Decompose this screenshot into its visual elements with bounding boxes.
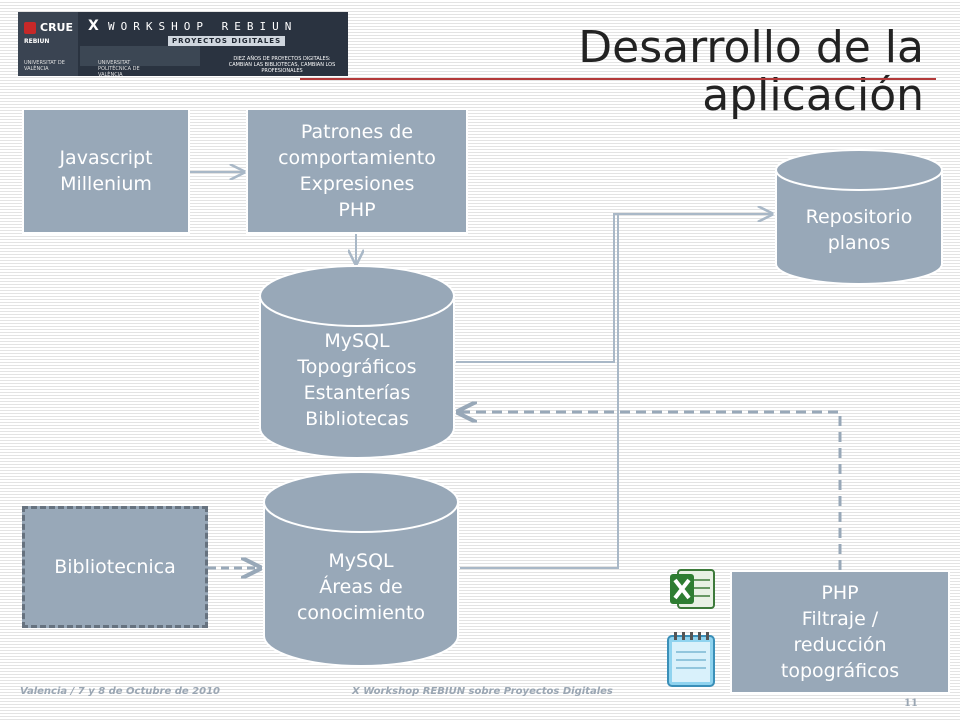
banner-background-logo xyxy=(80,42,200,76)
banner-tagline-line1: DIEZ AÑOS DE PROYECTOS DIGITALES: xyxy=(233,56,331,62)
rebiun-small-label: REBIUN xyxy=(24,38,50,45)
banner-x-label: X xyxy=(88,18,99,34)
ghost-lettering-icon xyxy=(80,46,200,66)
node-javascript-millenium: Javascript Millenium xyxy=(22,108,190,234)
node-repositorio-line1: Repositorio xyxy=(805,206,913,228)
node-mysql-areas: MySQL Áreas de conocimiento xyxy=(264,540,458,634)
header-banner: CRUE REBIUN X WORKSHOP REBIUN PROYECTOS … xyxy=(18,12,348,76)
node-patrones-line3: Expresiones xyxy=(299,173,415,195)
node-patrones-line1: Patrones de xyxy=(300,121,414,143)
node-mysql-topo-line4: Bibliotecas xyxy=(305,408,409,430)
node-mysql-topo-line3: Estanterías xyxy=(303,382,411,404)
node-php-line4: topográficos xyxy=(780,660,900,682)
node-bibliotecnica-line1: Bibliotecnica xyxy=(54,556,176,578)
banner-tagline-line2: CAMBIAN LAS BIBLIOTECAS, CAMBIAN LOS PRO… xyxy=(228,62,336,74)
crue-logo-icon xyxy=(24,22,36,34)
node-mysql-areas-line3: conocimiento xyxy=(296,602,426,624)
university1-label: UNIVERSITAT DE VALÈNCIA xyxy=(24,60,65,72)
excel-icon xyxy=(670,569,715,609)
node-mysql-topo-line1: MySQL xyxy=(324,330,390,352)
connector-mysql-repositorio xyxy=(456,214,772,363)
node-bibliotecnica: Bibliotecnica xyxy=(22,506,208,628)
node-repositorio: Repositorio planos xyxy=(776,194,942,266)
node-mysql-areas-line1: MySQL xyxy=(328,550,394,572)
node-php-line2: Filtraje / xyxy=(801,608,879,630)
node-patrones-line4: PHP xyxy=(338,199,376,221)
node-repositorio-line2: planos xyxy=(827,232,891,254)
node-mysql-topo-line2: Topográficos xyxy=(297,356,417,378)
footer-date: Valencia / 7 y 8 de Octubre de 2010 xyxy=(20,686,220,697)
banner-proyectos-label: PROYECTOS DIGITALES xyxy=(168,36,286,46)
banner-workshop-label: WORKSHOP REBIUN xyxy=(108,20,298,33)
cylinder-mysql-areas xyxy=(263,471,459,667)
connector-areas-repositorio xyxy=(460,214,619,569)
node-javascript-line2: Millenium xyxy=(60,173,152,195)
node-mysql-topograficos: MySQL Topográficos Estanterías Bibliotec… xyxy=(260,322,454,438)
page-title-line1: Desarrollo de la xyxy=(578,22,924,73)
node-patrones: Patrones de comportamiento Expresiones P… xyxy=(246,108,468,234)
node-php-line1: PHP xyxy=(821,582,859,604)
title-divider xyxy=(300,78,936,80)
footer-event: X Workshop REBIUN sobre Proyectos Digita… xyxy=(352,686,613,697)
university2-label: UNIVERSITAT POLITÈCNICA DE VALÈNCIA xyxy=(98,60,140,76)
node-patrones-line2: comportamiento xyxy=(278,147,436,169)
crue-label: CRUE xyxy=(40,21,73,34)
cylinder-repositorio xyxy=(775,149,943,285)
connector-php-mysql xyxy=(458,412,842,570)
notepad-icon xyxy=(667,632,715,687)
cylinder-mysql-topograficos xyxy=(259,265,455,459)
node-mysql-areas-line2: Áreas de xyxy=(319,576,403,598)
banner-tagline: DIEZ AÑOS DE PROYECTOS DIGITALES: CAMBIA… xyxy=(218,56,346,74)
node-javascript-line1: Javascript xyxy=(59,147,153,169)
node-php-filtraje: PHP Filtraje / reducción topográficos xyxy=(730,570,950,694)
node-php-line3: reducción xyxy=(793,634,887,656)
page-number: 11 xyxy=(904,698,918,709)
